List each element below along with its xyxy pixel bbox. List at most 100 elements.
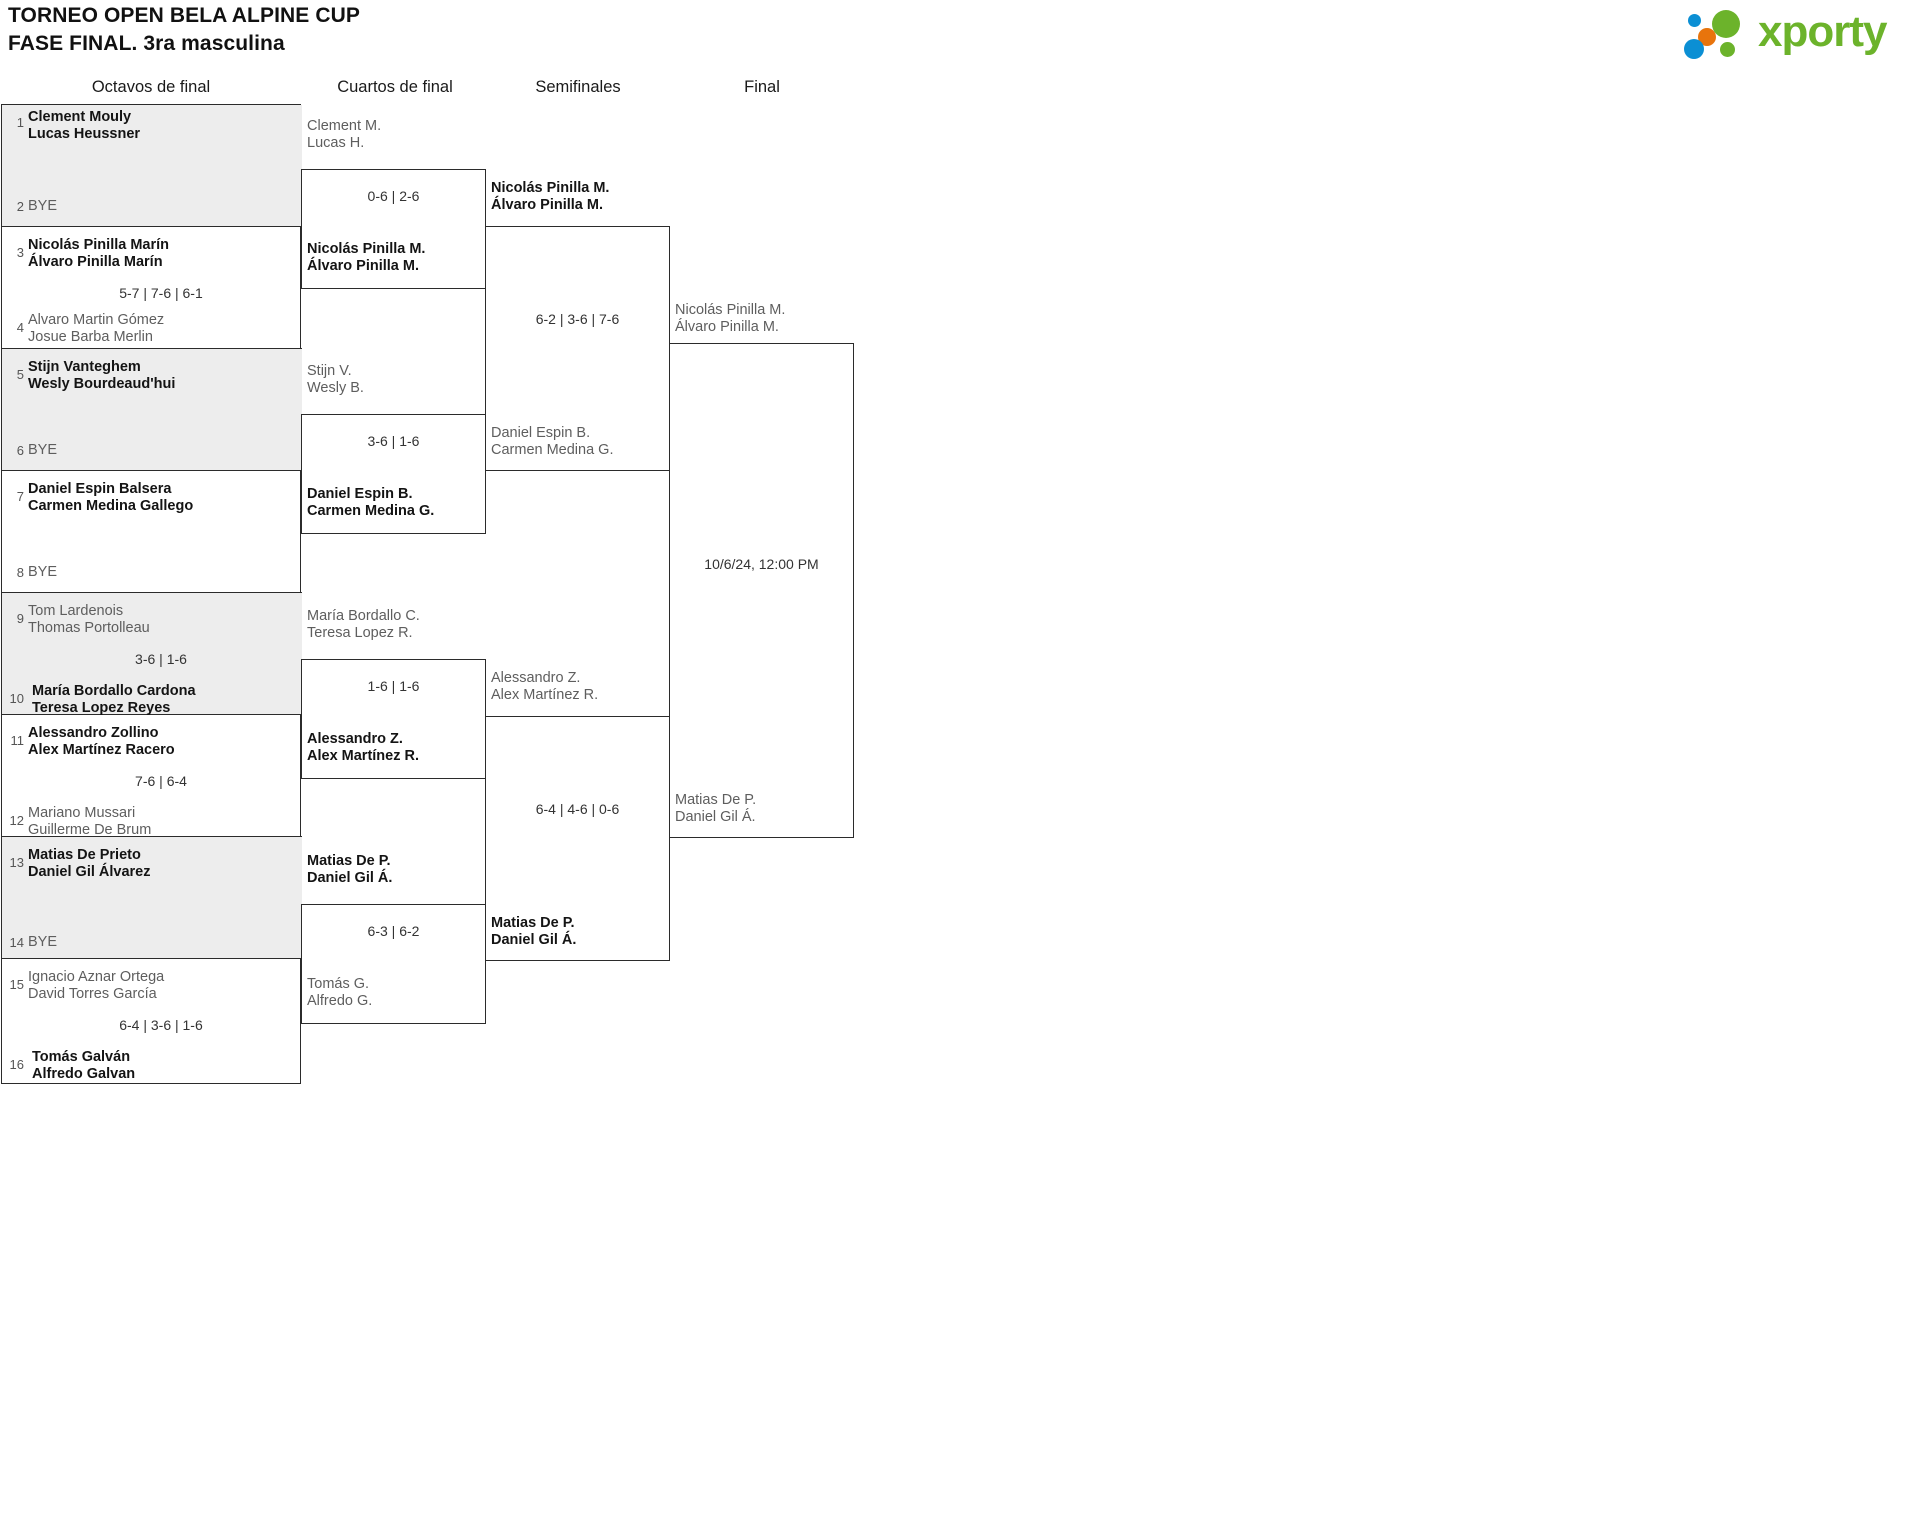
team-name: Daniel Espin B. <box>307 486 413 502</box>
team-name: Carmen Medina G. <box>307 503 435 519</box>
team-name: David Torres García <box>28 986 157 1002</box>
team-name: Wesly Bourdeaud'hui <box>28 376 176 392</box>
r2-match-box[interactable] <box>301 904 486 1024</box>
team-name: Guillerme De Brum <box>28 822 152 838</box>
seed-number: 3 <box>16 245 24 260</box>
match-score: 1-6 | 1-6 <box>367 678 420 694</box>
team-name: Alex Martínez R. <box>307 748 419 764</box>
team-name: Nicolás Pinilla Marín <box>28 237 170 253</box>
team-name: Alex Martínez R. <box>491 687 599 703</box>
tournament-phase: FASE FINAL. 3ra masculina <box>8 32 285 55</box>
r1-match[interactable]: 1 Clement Mouly Lucas Heussner 2 BYE <box>2 105 302 227</box>
team-name: Carmen Medina Gallego <box>28 498 194 514</box>
r1-match[interactable]: 15 Ignacio Aznar Ortega David Torres Gar… <box>2 959 302 1083</box>
team-name: Stijn Vanteghem <box>28 359 141 375</box>
seed-number: 10 <box>9 691 24 706</box>
team-name: Daniel Gil Á. <box>491 932 577 948</box>
r1-match[interactable]: 11 Alessandro Zollino Alex Martínez Race… <box>2 715 302 838</box>
team-name: Alessandro Zollino <box>28 725 159 741</box>
seed-number: 8 <box>16 565 24 580</box>
round1-column: 1 Clement Mouly Lucas Heussner 2 BYE 3 N… <box>1 104 302 1084</box>
team-name: Álvaro Pinilla M. <box>307 258 419 274</box>
r3-match-box[interactable] <box>485 716 670 961</box>
logo-dot-green-large <box>1712 10 1740 38</box>
team-name: Nicolás Pinilla M. <box>491 180 610 196</box>
team-name: Ignacio Aznar Ortega <box>28 969 165 985</box>
team-name: Thomas Portolleau <box>28 620 150 636</box>
r1-match[interactable]: 9 Tom Lardenois Thomas Portolleau 3-6 | … <box>2 593 302 716</box>
team-name: BYE <box>28 442 58 458</box>
tournament-name: TORNEO OPEN BELA ALPINE CUP <box>8 4 360 27</box>
team-name: Daniel Espin B. <box>491 425 591 441</box>
team-name: Clement M. <box>307 118 382 134</box>
team-name: Stijn V. <box>307 363 352 379</box>
match-score: 3-6 | 1-6 <box>367 433 420 449</box>
seed-number: 16 <box>9 1057 24 1072</box>
r2-match-box[interactable] <box>301 414 486 534</box>
team-name: María Bordallo C. <box>307 608 420 624</box>
logo-dot-orange <box>1698 28 1716 46</box>
logo-dot-green-small <box>1720 42 1735 57</box>
team-name: Matias De P. <box>491 915 575 931</box>
seed-number: 9 <box>16 611 24 626</box>
r1-match[interactable]: 5 Stijn Vanteghem Wesly Bourdeaud'hui 6 … <box>2 349 302 471</box>
team-name: Clement Mouly <box>28 109 132 125</box>
team-name: Teresa Lopez R. <box>307 625 413 641</box>
seed-number: 6 <box>16 443 24 458</box>
team-name: Daniel Gil Á. <box>307 870 393 886</box>
seed-number: 13 <box>9 855 24 870</box>
seed-number: 7 <box>16 489 24 504</box>
team-name: Tomás Galván <box>32 1049 131 1065</box>
team-name: Matias De P. <box>675 792 757 808</box>
team-name: Daniel Gil Álvarez <box>28 864 151 880</box>
team-name: Alfredo G. <box>307 993 373 1009</box>
match-score: 0-6 | 2-6 <box>367 188 420 204</box>
logo-dot-blue-small <box>1688 14 1701 27</box>
team-name: Wesly B. <box>307 380 364 396</box>
team-name: Alessandro Z. <box>491 670 581 686</box>
team-name: María Bordallo Cardona <box>32 683 196 699</box>
match-score: 6-4 | 4-6 | 0-6 <box>535 801 620 817</box>
team-name: BYE <box>28 564 58 580</box>
round-header-cuartos: Cuartos de final <box>337 78 453 96</box>
team-name: Alex Martínez Racero <box>28 742 175 758</box>
match-score: 6-3 | 6-2 <box>367 923 420 939</box>
r1-match[interactable]: 13 Matias De Prieto Daniel Gil Álvarez 1… <box>2 837 302 959</box>
team-name: Álvaro Pinilla M. <box>675 319 779 335</box>
team-name: Álvaro Pinilla M. <box>491 197 603 213</box>
xporty-logo: xporty <box>1676 6 1912 62</box>
team-name: Alfredo Galvan <box>32 1066 136 1082</box>
round-header-semifinales: Semifinales <box>535 78 621 96</box>
team-name: Matias De Prieto <box>28 847 141 863</box>
team-name: Josue Barba Merlin <box>28 329 153 345</box>
team-name: Alvaro Martin Gómez <box>28 312 165 328</box>
team-name: BYE <box>28 934 58 950</box>
team-name: Teresa Lopez Reyes <box>32 700 171 716</box>
round-header-octavos: Octavos de final <box>91 78 211 96</box>
team-name: Álvaro Pinilla Marín <box>28 254 163 270</box>
match-score: 6-2 | 3-6 | 7-6 <box>535 311 620 327</box>
team-name: Tom Lardenois <box>28 603 124 619</box>
seed-number: 2 <box>16 199 24 214</box>
seed-number: 11 <box>10 733 25 748</box>
seed-number: 14 <box>9 935 24 950</box>
seed-number: 15 <box>9 977 24 992</box>
match-score: 7-6 | 6-4 <box>135 773 187 789</box>
seed-number: 5 <box>16 367 24 382</box>
r4-match-box[interactable] <box>669 343 854 838</box>
team-name: Lucas H. <box>307 135 365 151</box>
seed-number: 1 <box>16 115 24 130</box>
team-name: Lucas Heussner <box>28 126 141 142</box>
r1-match[interactable]: 7 Daniel Espin Balsera Carmen Medina Gal… <box>2 471 302 593</box>
team-name: Nicolás Pinilla M. <box>675 302 786 318</box>
team-name: Matias De P. <box>307 853 391 869</box>
team-name: Daniel Gil Á. <box>675 809 756 825</box>
team-name: Mariano Mussari <box>28 805 136 821</box>
seed-number: 4 <box>16 320 24 335</box>
logo-dot-blue-large <box>1684 39 1704 59</box>
team-name: Alessandro Z. <box>307 731 403 747</box>
r1-match[interactable]: 3 Nicolás Pinilla Marín Álvaro Pinilla M… <box>2 227 302 349</box>
team-name: Daniel Espin Balsera <box>28 481 172 497</box>
page-title: TORNEO OPEN BELA ALPINE CUP FASE FINAL. … <box>8 2 360 58</box>
